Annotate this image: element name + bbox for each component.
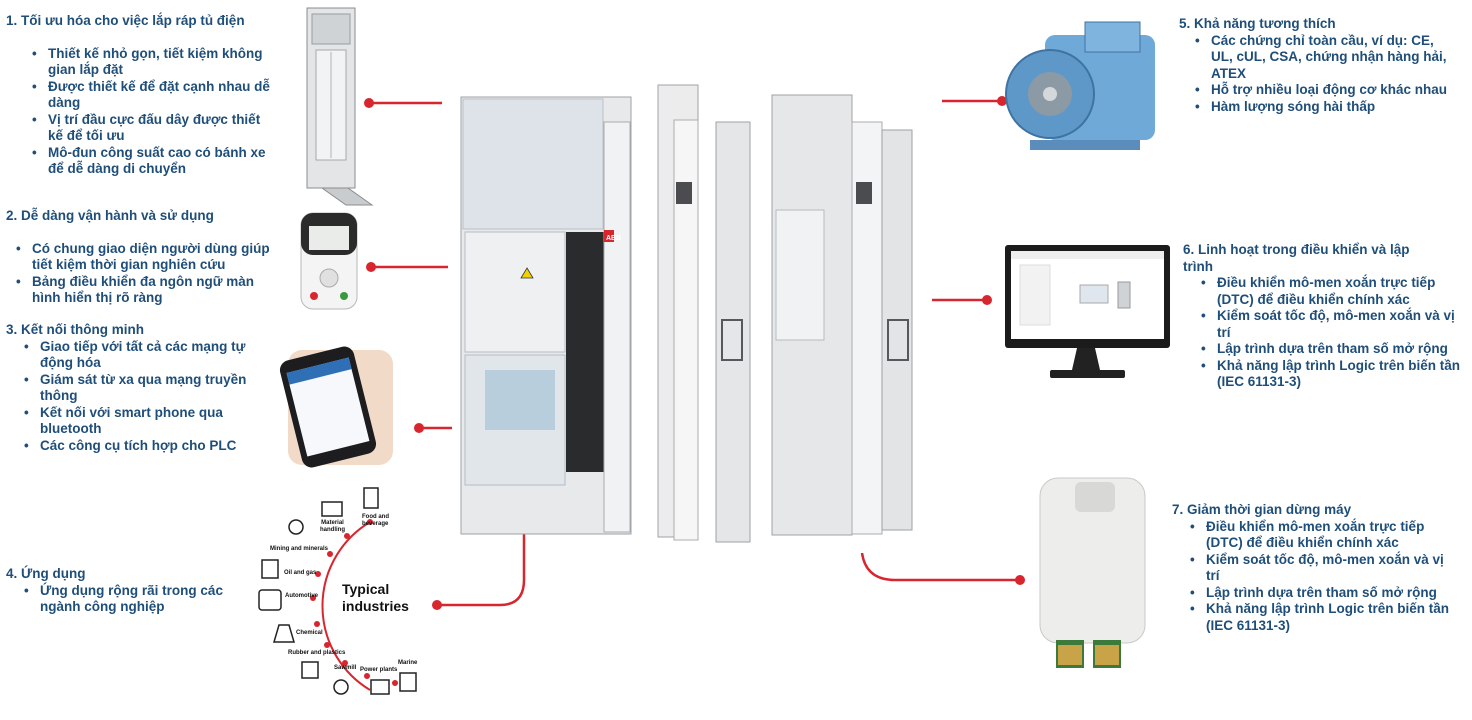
list-item: Giao tiếp với tất cả các mạng tự động hó… bbox=[20, 339, 264, 372]
connector-lines bbox=[369, 99, 1020, 607]
list-item: Hỗ trợ nhiều loại động cơ khác nhau bbox=[1191, 82, 1454, 99]
list-item: Điều khiển mô-men xoắn trực tiếp (DTC) đ… bbox=[1197, 275, 1461, 308]
industry-label: Oil and gas bbox=[284, 570, 317, 576]
list-item: Ứng dụng rộng rãi trong các ngành công n… bbox=[20, 583, 246, 616]
list-item: Điều khiển mô-men xoắn trực tiếp (DTC) đ… bbox=[1186, 519, 1456, 552]
section-cabinet-assembly: 1. Tối ưu hóa cho việc lắp ráp tủ điện T… bbox=[6, 13, 276, 178]
oil-gas-icon bbox=[261, 559, 279, 579]
section-control-flexibility: 6. Linh hoạt trong điều khiển và lập trì… bbox=[1183, 242, 1461, 391]
control-panel-image bbox=[300, 212, 358, 310]
list-item: Hàm lượng sóng hài thấp bbox=[1191, 99, 1454, 116]
sawmill-icon bbox=[333, 679, 349, 695]
list-item: Vị trí đầu cực đấu dây được thiết kế để … bbox=[28, 112, 276, 145]
smartphone-image bbox=[279, 346, 393, 468]
food-beverage-icon bbox=[363, 487, 379, 509]
section-title: 3. Kết nối thông minh bbox=[6, 322, 144, 337]
section-compatibility: 5. Khả năng tương thích Các chứng chỉ to… bbox=[1179, 16, 1454, 115]
list-item: Lập trình dựa trên tham số mở rộng bbox=[1197, 341, 1461, 358]
industries-title: Typical industries bbox=[342, 581, 409, 614]
list-item: Kiểm soát tốc độ, mô-men xoắn và vị trí bbox=[1186, 552, 1456, 585]
power-plant-icon bbox=[370, 679, 390, 695]
industry-label: Power plants bbox=[360, 667, 398, 673]
memory-unit-image bbox=[1039, 477, 1146, 668]
industry-label: Marine bbox=[398, 660, 418, 666]
section-title: 1. Tối ưu hóa cho việc lắp ráp tủ điện bbox=[6, 13, 245, 28]
list-item: Các công cụ tích hợp cho PLC bbox=[20, 438, 264, 455]
section-applications: 4. Ứng dụng Ứng dụng rộng rãi trong các … bbox=[6, 566, 246, 616]
section-title: 7. Giảm thời gian dừng máy bbox=[1172, 502, 1352, 517]
wall-drive-image bbox=[771, 94, 913, 536]
list-item: Giám sát từ xa qua mạng truyền thông bbox=[20, 372, 264, 405]
cabinet-module-image bbox=[306, 7, 374, 206]
section-downtime-reduction: 7. Giảm thời gian dừng máy Điều khiển mô… bbox=[1172, 502, 1456, 634]
list-item: Được thiết kế để đặt cạnh nhau dễ dàng bbox=[28, 79, 276, 112]
connector-dots bbox=[364, 96, 1025, 610]
monitor-image bbox=[1005, 245, 1170, 378]
section-title: 6. Linh hoạt trong điều khiển và lập trì… bbox=[1183, 242, 1410, 274]
section-ease-of-use: 2. Dễ dàng vận hành và sử dụng Có chung … bbox=[6, 208, 276, 307]
rubber-plastics-icon bbox=[301, 661, 319, 679]
list-item: Thiết kế nhỏ gọn, tiết kiệm không gian l… bbox=[28, 46, 276, 79]
industry-label: Rubber and plastics bbox=[288, 650, 346, 656]
material-handling-icon bbox=[321, 501, 343, 517]
list-item: Khả năng lập trình Logic trên biến tần (… bbox=[1197, 358, 1461, 391]
marine-icon bbox=[399, 672, 417, 692]
section-title: 2. Dễ dàng vận hành và sử dụng bbox=[6, 208, 214, 223]
chemical-icon bbox=[272, 624, 296, 643]
large-drive-cabinet-image: ABB bbox=[460, 96, 632, 535]
list-item: Có chung giao diện người dùng giúp tiết … bbox=[12, 241, 276, 274]
industry-label: Automotive bbox=[285, 593, 318, 599]
list-item: Khả năng lập trình Logic trên biến tần (… bbox=[1186, 601, 1456, 634]
list-item: Mô-đun công suất cao có bánh xe để dễ dà… bbox=[28, 145, 276, 178]
abb-logo: ABB bbox=[606, 235, 621, 242]
section-title: 4. Ứng dụng bbox=[6, 566, 86, 581]
industry-label: Sawmill bbox=[334, 665, 357, 671]
list-item: Kiểm soát tốc độ, mô-men xoắn và vị trí bbox=[1197, 308, 1461, 341]
slim-drive-image bbox=[657, 84, 751, 543]
section-title: 5. Khả năng tương thích bbox=[1179, 16, 1336, 31]
industry-label: Mining and minerals bbox=[270, 546, 329, 552]
list-item: Lập trình dựa trên tham số mở rộng bbox=[1186, 585, 1456, 602]
industry-icons bbox=[258, 487, 417, 695]
list-item: Bảng điều khiển đa ngôn ngữ màn hình hiể… bbox=[12, 274, 276, 307]
list-item: Các chứng chỉ toàn cầu, ví dụ: CE, UL, c… bbox=[1191, 33, 1454, 83]
mining-icon bbox=[288, 519, 304, 535]
list-item: Kết nối với smart phone qua bluetooth bbox=[20, 405, 264, 438]
section-smart-connectivity: 3. Kết nối thông minh Giao tiếp với tất … bbox=[6, 322, 264, 454]
industry-label: Chemical bbox=[296, 630, 323, 636]
industries-wheel bbox=[258, 487, 417, 695]
automotive-icon bbox=[258, 589, 282, 611]
electric-motor-image bbox=[1005, 21, 1155, 150]
